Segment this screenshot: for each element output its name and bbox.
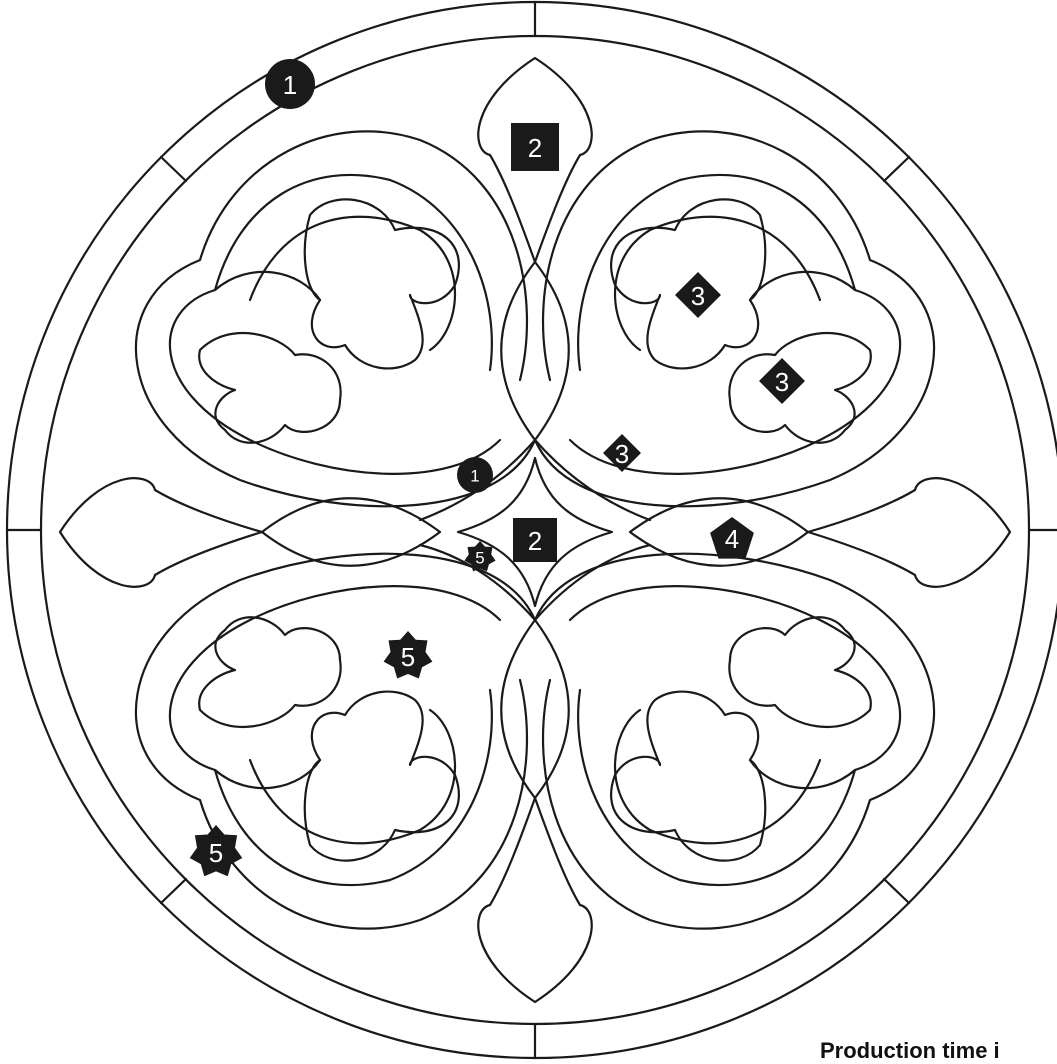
petal-right [808, 478, 1010, 587]
lens-bottom [501, 620, 569, 798]
scroll-bottom-right [535, 554, 934, 929]
marker-label: 3 [615, 439, 629, 469]
marker-label: 1 [470, 467, 479, 486]
marker-star-5: 5 [384, 631, 433, 679]
piece-markers: 1 2 3 3 3 1 2 4 5 5 5 [190, 59, 805, 876]
marker-diamond-3: 3 [759, 358, 805, 404]
petal-left [60, 478, 262, 587]
border-divider [161, 157, 186, 181]
marker-square-2: 2 [513, 518, 557, 562]
marker-label: 2 [528, 133, 542, 163]
production-time-note: Production time i [820, 1038, 1000, 1064]
scroll-bottom-left [136, 554, 535, 929]
marker-circle-1: 1 [457, 457, 493, 493]
marker-label: 1 [283, 70, 297, 100]
marker-pentagon-4: 4 [710, 517, 754, 559]
marker-label: 2 [528, 526, 542, 556]
marker-diamond-3: 3 [603, 434, 641, 472]
border-divider [884, 879, 909, 903]
marker-circle-1: 1 [265, 59, 315, 109]
marker-label: 3 [775, 367, 789, 397]
scroll-top-right [535, 131, 934, 506]
marker-label: 4 [725, 524, 739, 554]
marker-diamond-3: 3 [675, 272, 721, 318]
border-divider [884, 157, 909, 181]
marker-label: 5 [209, 838, 223, 868]
marker-star-5: 5 [190, 825, 243, 876]
lens-top [501, 262, 569, 440]
border-divider [161, 879, 186, 903]
marker-label: 3 [691, 281, 705, 311]
marker-label: 5 [401, 642, 415, 672]
scroll-top-left [136, 131, 535, 506]
marker-square-2: 2 [511, 123, 559, 171]
marker-label: 5 [475, 549, 484, 568]
petal-bottom [478, 798, 591, 1002]
